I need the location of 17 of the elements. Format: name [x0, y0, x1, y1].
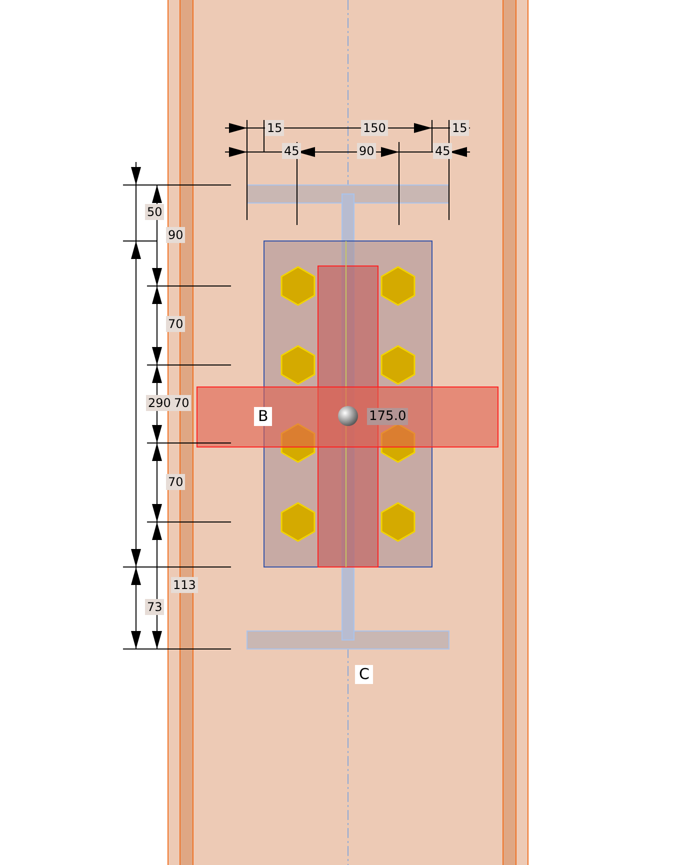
dimension-label: 113 — [171, 577, 198, 593]
dimension-label: 70 — [172, 395, 192, 411]
elevation-label: 175.0 — [367, 408, 408, 425]
dimension-label: 90 — [357, 143, 376, 159]
dimension-label: 15 — [265, 120, 284, 136]
dimension-label: 45 — [433, 143, 452, 159]
dimension-label: 90 — [166, 227, 186, 243]
dimension-label: 73 — [145, 599, 164, 615]
dimension-label: 290 — [146, 395, 173, 411]
dimension-label: 15 — [450, 120, 470, 136]
section-label: B — [254, 407, 272, 426]
dimension-label: 150 — [361, 120, 388, 136]
dimension-label: 50 — [145, 204, 164, 220]
dimension-label: 70 — [166, 474, 186, 490]
dimension-label: 45 — [282, 143, 302, 159]
dimension-label: 70 — [166, 316, 186, 332]
section-label: C — [355, 665, 374, 684]
